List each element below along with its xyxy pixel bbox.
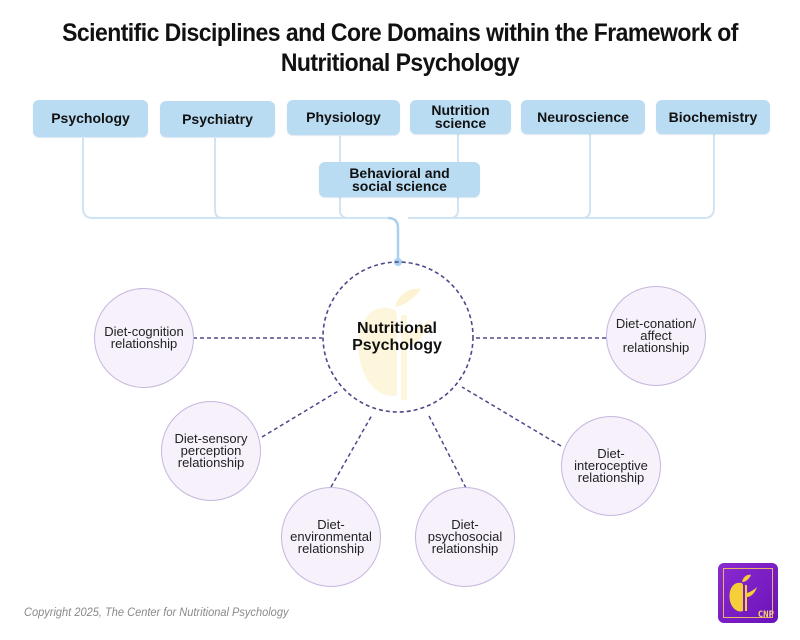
spoke-interoceptive bbox=[461, 386, 562, 447]
diagram-title: Scientific Disciplines and Core Domains … bbox=[32, 18, 768, 78]
center-label-line: Psychology bbox=[352, 337, 442, 354]
domain-label-line: Diet- bbox=[451, 517, 479, 532]
discipline-biochemistry: Biochemistry bbox=[656, 100, 770, 134]
copyright-notice: Copyright 2025, The Center for Nutrition… bbox=[24, 605, 289, 619]
domain-diet-sensory-perception: Diet-sensory perception relationship bbox=[161, 401, 261, 501]
spoke-environmental bbox=[330, 414, 373, 488]
domain-diet-conation-affect: Diet-conation/ affect relationship bbox=[606, 286, 706, 386]
domain-label-line: relationship bbox=[177, 455, 245, 470]
discipline-label: social science bbox=[352, 177, 447, 194]
discipline-nutrition-science: Nutrition science bbox=[410, 100, 511, 134]
discipline-connectors bbox=[82, 134, 715, 260]
discipline-label: Biochemistry bbox=[668, 108, 758, 125]
discipline-physiology: Physiology bbox=[287, 100, 400, 135]
domain-label-line: Diet-conation/ bbox=[615, 316, 697, 331]
discipline-label: science bbox=[434, 115, 487, 131]
domain-label-line: perception bbox=[180, 443, 242, 458]
discipline-label: Psychology bbox=[51, 110, 130, 126]
apple-icon bbox=[358, 288, 431, 400]
domain-label-line: Diet- bbox=[317, 517, 345, 532]
connector-biochemistry bbox=[408, 134, 715, 219]
domain-label-line: affect bbox=[640, 328, 672, 343]
discipline-label: Nutrition bbox=[431, 102, 490, 118]
logo-apple-icon bbox=[729, 574, 757, 612]
center-dashed-ring bbox=[322, 261, 474, 413]
discipline-label: Psychiatry bbox=[182, 110, 253, 127]
center-label-line: Nutritional bbox=[357, 320, 437, 337]
domain-label-line: relationship bbox=[297, 541, 365, 556]
connector-trunk bbox=[387, 216, 400, 260]
title-line-1: Scientific Disciplines and Core Domains … bbox=[62, 19, 738, 47]
connector-psychology bbox=[82, 138, 390, 219]
spoke-sensory bbox=[261, 389, 341, 438]
domain-label-line: relationship bbox=[622, 340, 690, 355]
logo-frame bbox=[723, 568, 773, 618]
domain-diet-psychosocial: Diet- psychosocial relationship bbox=[415, 487, 515, 587]
discipline-label: Neuroscience bbox=[537, 108, 629, 125]
discipline-label: Behavioral and bbox=[349, 164, 450, 181]
domain-label-line: environmental bbox=[290, 529, 372, 544]
domain-label-line: interoceptive bbox=[574, 458, 648, 473]
spoke-psychosocial bbox=[427, 413, 467, 489]
connector-psychiatry bbox=[214, 138, 224, 219]
domain-label-line: Diet- bbox=[597, 446, 625, 461]
domain-label-line: relationship bbox=[110, 336, 178, 351]
domain-label-line: relationship bbox=[577, 470, 645, 485]
domain-label-line: Diet-cognition bbox=[104, 324, 184, 339]
domain-diet-cognition: Diet-cognition relationship bbox=[94, 288, 194, 388]
discipline-neuroscience: Neuroscience bbox=[521, 100, 645, 134]
domain-diet-interoceptive: Diet- interoceptive relationship bbox=[561, 416, 661, 516]
discipline-behavioral-social-science: Behavioral and social science bbox=[319, 162, 480, 197]
title-line-2: Nutritional Psychology bbox=[280, 49, 520, 77]
domain-diet-environmental: Diet- environmental relationship bbox=[281, 487, 381, 587]
cnp-logo: CNP bbox=[718, 563, 778, 623]
discipline-psychiatry: Psychiatry bbox=[160, 101, 275, 137]
discipline-label: Physiology bbox=[306, 109, 381, 125]
domain-label-line: relationship bbox=[431, 541, 499, 556]
domain-spokes bbox=[193, 337, 606, 489]
connector-physiology bbox=[339, 136, 349, 219]
discipline-psychology: Psychology bbox=[33, 100, 148, 137]
domain-label-line: psychosocial bbox=[427, 529, 503, 544]
domain-label-line: Diet-sensory bbox=[174, 431, 248, 446]
logo-text: CNP bbox=[757, 610, 774, 620]
connector-neuroscience bbox=[581, 134, 591, 219]
center-node-nutritional-psychology: Nutritional Psychology bbox=[322, 262, 472, 412]
